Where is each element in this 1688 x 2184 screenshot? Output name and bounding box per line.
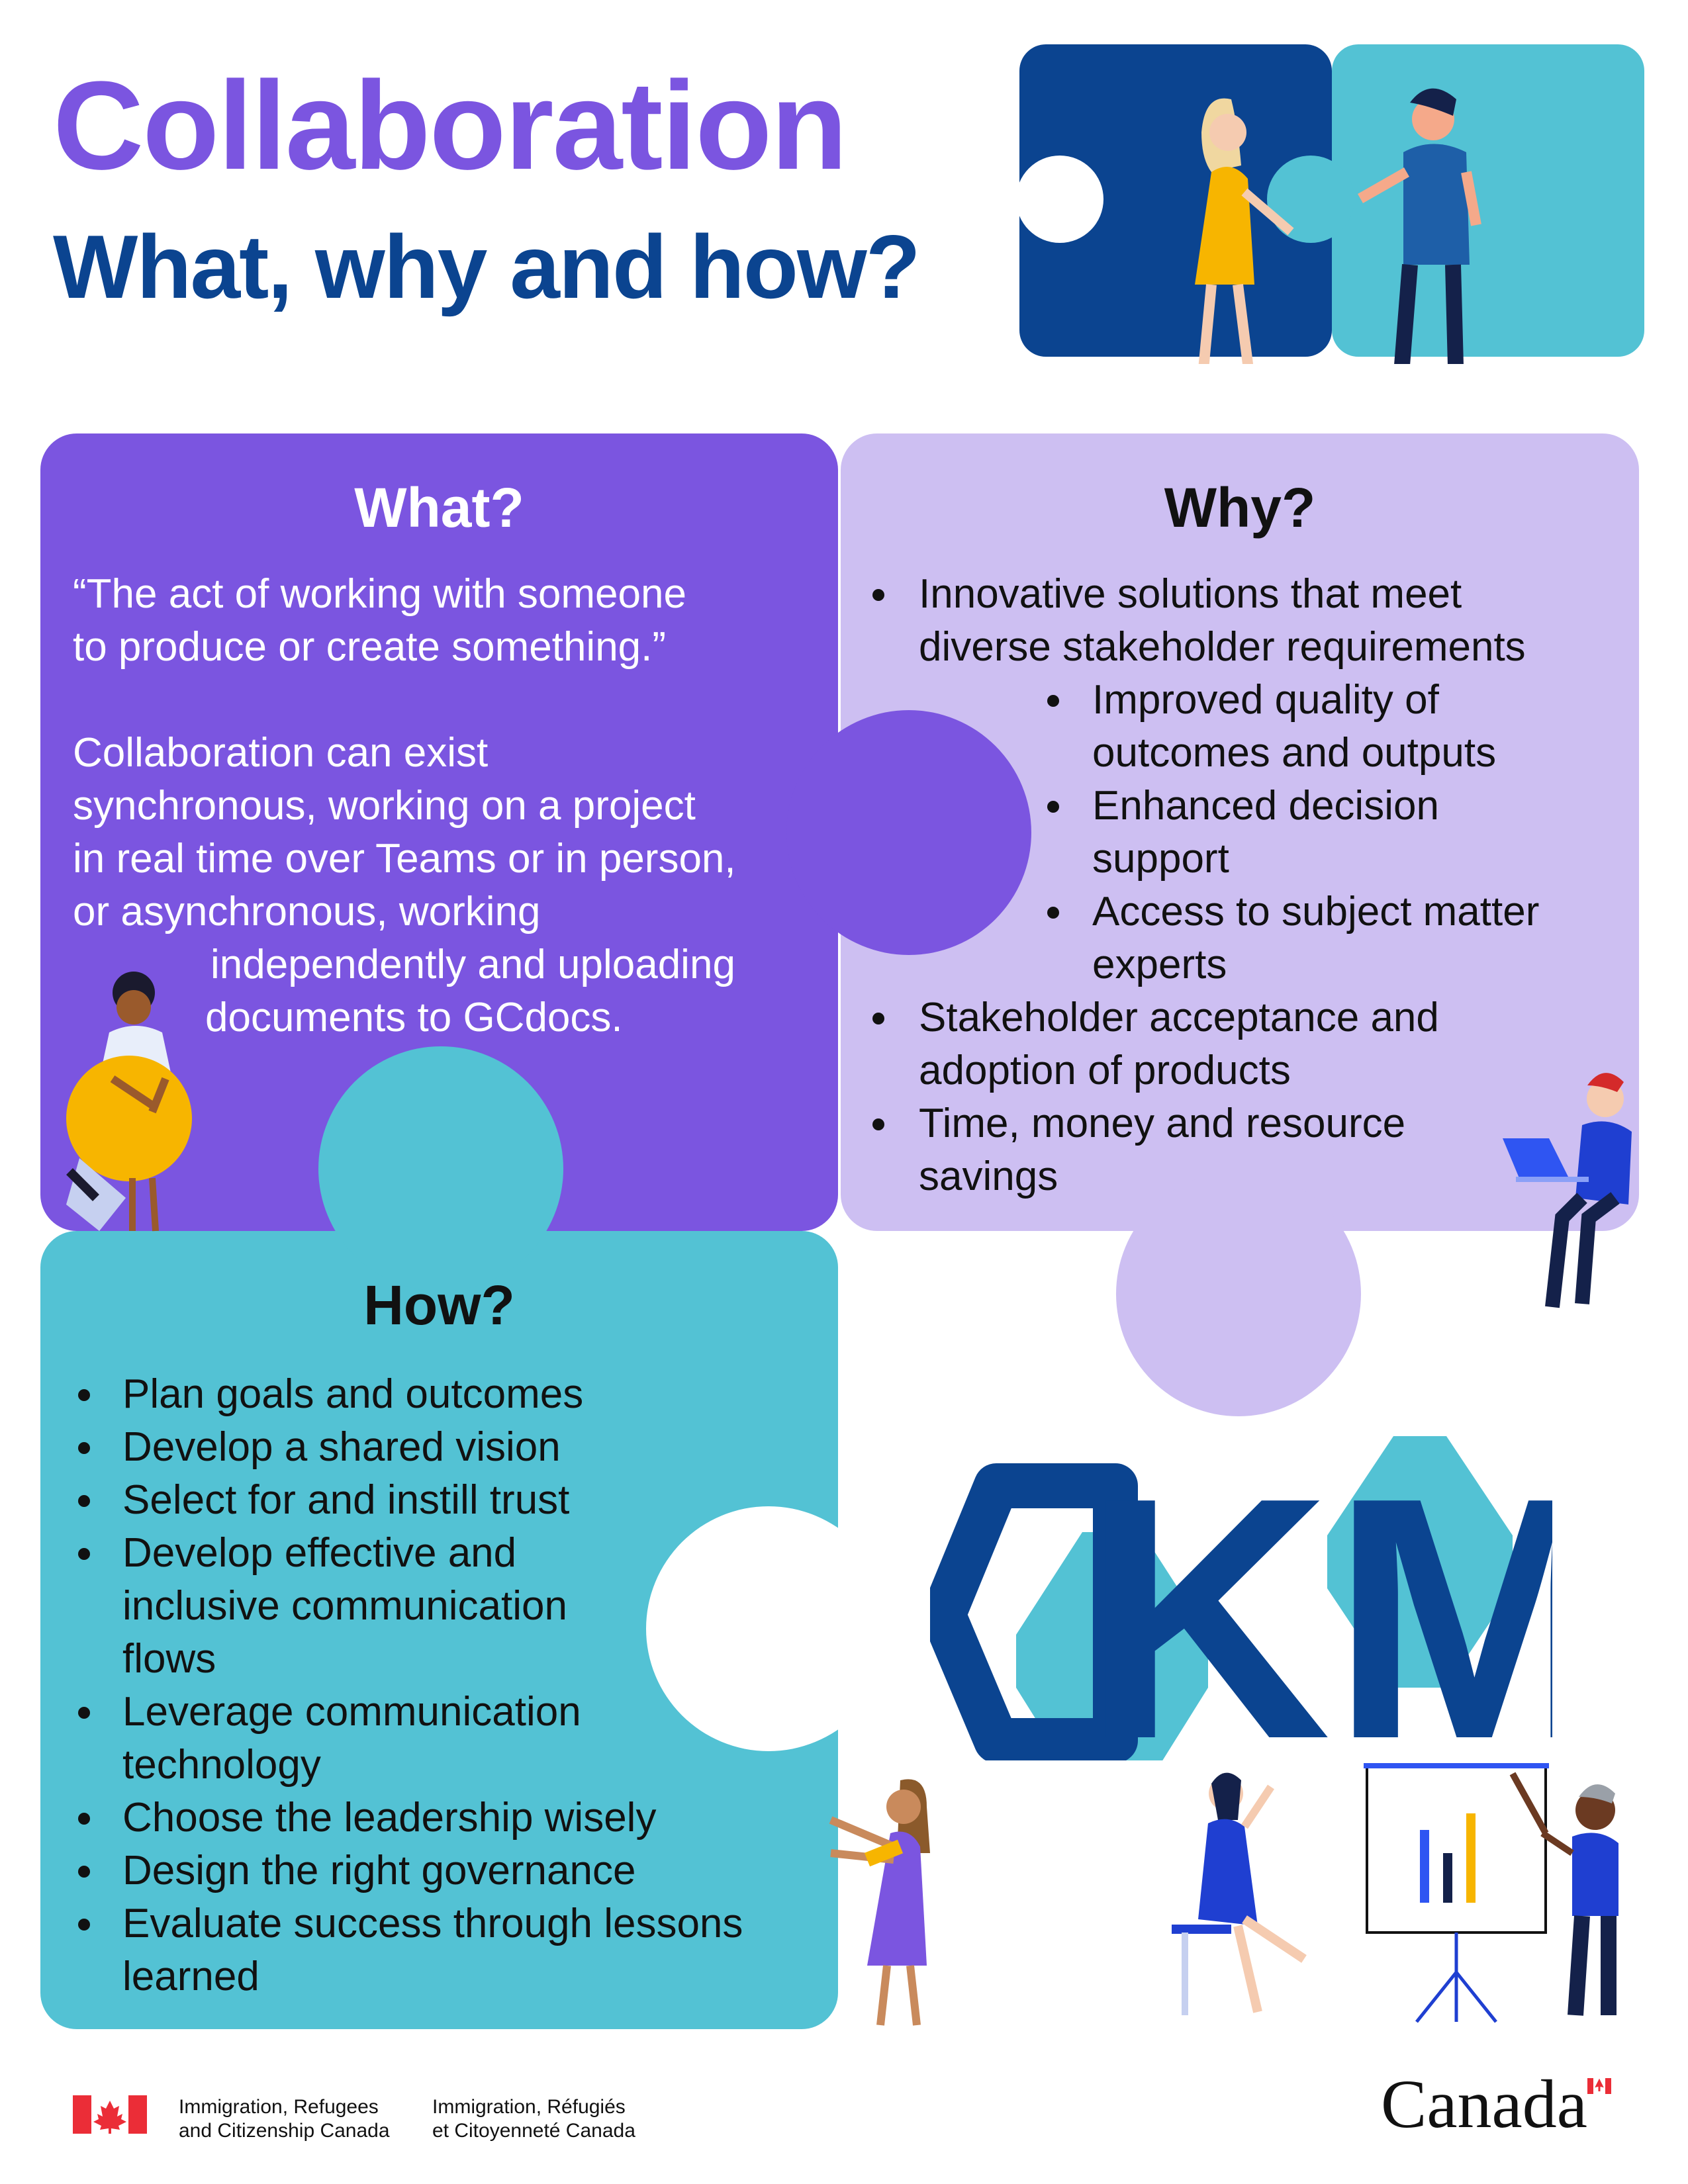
page-title: Collaboration — [53, 56, 847, 196]
why-item-line: Innovative solutions that meet — [919, 571, 1462, 617]
what-text-line: “The act of working with someone — [73, 571, 686, 617]
why-item-line: Stakeholder acceptance and — [919, 995, 1439, 1040]
bullet-icon — [1047, 695, 1059, 707]
bullet-icon — [78, 1442, 90, 1454]
what-knob — [786, 710, 1031, 955]
km-logo: KM — [930, 1426, 1552, 1760]
laptop-man-illustration — [1503, 1073, 1632, 1308]
what-text-line: documents to GCdocs. — [205, 995, 623, 1040]
why-item-line: Access to subject matter — [1092, 889, 1540, 934]
what-text-line: synchronous, working on a project — [73, 783, 696, 829]
why-item-line: diverse stakeholder requirements — [919, 624, 1526, 670]
why-heading: Why? — [1164, 477, 1316, 539]
how-item-line: Choose the leadership wisely — [122, 1795, 657, 1841]
board-bar — [1420, 1830, 1429, 1903]
logo-text: KM — [1082, 1426, 1552, 1760]
how-item-line: Develop a shared vision — [122, 1424, 561, 1470]
wordmark-flag-icon — [1587, 2078, 1611, 2094]
what-text-line: or asynchronous, working — [73, 889, 541, 934]
why-item-line: adoption of products — [919, 1048, 1291, 1093]
why-knob — [1116, 1171, 1361, 1416]
seated-woman-figure — [1172, 1772, 1307, 2015]
why-item-line: experts — [1092, 942, 1227, 987]
page-subtitle: What, why and how? — [53, 216, 921, 317]
board-bar — [1466, 1813, 1476, 1903]
puzzle-knob — [1267, 156, 1354, 243]
bullet-icon — [78, 1389, 90, 1401]
department-name-fr-line2: et Citoyenneté Canada — [432, 2120, 635, 2142]
woman-figure — [1195, 98, 1294, 364]
bullet-icon — [78, 1548, 90, 1560]
bullet-icon — [872, 1013, 884, 1024]
bullet-icon — [78, 1495, 90, 1507]
what-panel-bg — [40, 433, 838, 1231]
bullet-icon — [78, 1707, 90, 1719]
presenter-figure — [1509, 1772, 1618, 2016]
how-item-line: Select for and instill trust — [122, 1477, 570, 1523]
why-item-line: Improved quality of — [1092, 677, 1439, 723]
lightbulb-woman-illustration — [66, 972, 192, 1232]
bullet-icon — [78, 1919, 90, 1931]
canada-flag-icon — [73, 2095, 147, 2134]
how-item-line: Develop effective and — [122, 1530, 517, 1576]
how-item-line: technology — [122, 1742, 321, 1788]
puzzle-people-illustration — [1016, 44, 1644, 364]
why-item-line: support — [1092, 836, 1229, 882]
bullet-icon — [872, 1118, 884, 1130]
bullet-icon — [78, 1813, 90, 1825]
logo-hexagon-back — [1327, 1436, 1513, 1688]
how-notch — [646, 1506, 891, 1751]
what-heading: What? — [354, 477, 524, 539]
why-item-line: Time, money and resource — [919, 1101, 1406, 1146]
canada-wordmark: Canada — [1381, 2066, 1587, 2142]
what-text-line: Collaboration can exist — [73, 730, 489, 776]
puzzle-panels — [40, 433, 1639, 2029]
how-panel-bg — [40, 1231, 838, 2029]
how-knob — [318, 1046, 563, 1291]
how-item-line: Leverage communication — [122, 1689, 581, 1735]
bullet-icon — [78, 1866, 90, 1878]
bullet-icon — [872, 589, 884, 601]
what-text-line: independently and uploading — [211, 942, 735, 987]
how-item-line: Plan goals and outcomes — [122, 1371, 584, 1417]
department-name-en-line1: Immigration, Refugees — [179, 2096, 379, 2118]
bullet-icon — [1047, 907, 1059, 919]
how-heading: How? — [363, 1274, 515, 1336]
how-item-line: learned — [122, 1954, 259, 1999]
puzzle-notch — [1016, 156, 1103, 243]
department-name-fr: Immigration, Réfugiés et Citoyenneté Can… — [432, 2095, 635, 2143]
chart-board — [1364, 1763, 1549, 2023]
how-item-line: flows — [122, 1636, 216, 1682]
logo-hexagon-outline — [930, 1463, 1138, 1760]
what-text-line: in real time over Teams or in person, — [73, 836, 736, 882]
pointing-woman-illustration — [829, 1779, 930, 2026]
puzzle-piece-teal — [1332, 44, 1644, 357]
man-figure — [1358, 88, 1481, 364]
why-panel-bg — [841, 433, 1639, 1231]
how-item-line: inclusive communication — [122, 1583, 567, 1629]
how-item-line: Evaluate success through lessons — [122, 1901, 743, 1946]
department-name-en-line2: and Citizenship Canada — [179, 2120, 390, 2142]
why-item-line: outcomes and outputs — [1092, 730, 1497, 776]
department-name-fr-line1: Immigration, Réfugiés — [432, 2096, 626, 2118]
why-item-line: savings — [919, 1154, 1058, 1199]
what-text-line: to produce or create something.” — [73, 624, 667, 670]
bullet-icon — [1047, 801, 1059, 813]
board-bar — [1443, 1853, 1452, 1903]
why-item-line: Enhanced decision — [1092, 783, 1439, 829]
department-name-en: Immigration, Refugees and Citizenship Ca… — [179, 2095, 390, 2143]
presentation-illustration — [1172, 1763, 1618, 2023]
how-item-line: Design the right governance — [122, 1848, 636, 1893]
